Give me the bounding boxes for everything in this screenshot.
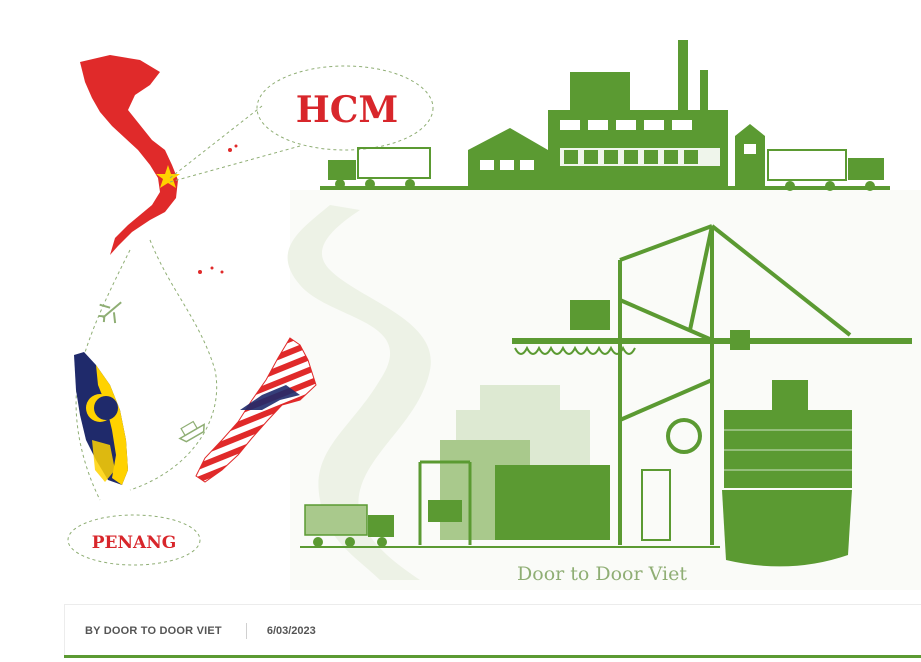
post-date: 6/03/2023 [266,624,316,637]
post-meta-bar: BY DOOR TO DOOR VIET 6/03/2023 [64,604,921,656]
port-scene [300,224,912,567]
ship-icon [178,420,205,443]
hcm-bubble [256,65,434,151]
penang-bubble [67,514,201,566]
post-author-link[interactable]: BY DOOR TO DOOR VIET [85,624,222,637]
airplane-icon [98,301,122,324]
malaysia-peninsula-map [74,352,128,485]
accent-rule [64,655,921,658]
vietnam-map [80,55,238,274]
meta-divider [245,622,247,639]
river-shape [287,205,431,580]
factory-scene [320,40,890,191]
penang-label: PENANG [92,533,177,553]
hcm-label: HCM [296,89,399,131]
hero-illustration: HCM [67,40,912,585]
brand-caption: Door to Door Viet [517,563,687,585]
star-icon [156,165,180,188]
malaysia-borneo-map [195,337,317,483]
